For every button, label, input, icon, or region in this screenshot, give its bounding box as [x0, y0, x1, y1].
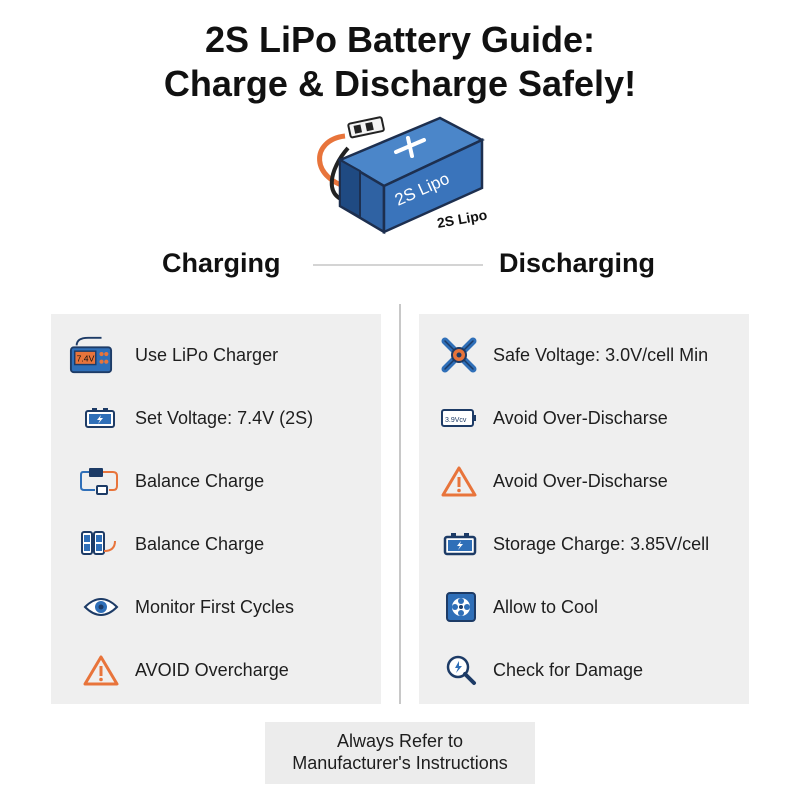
discharging-heading: Discharging: [499, 248, 656, 278]
list-item: Safe Voltage: 3.0V/cell Min: [419, 330, 749, 380]
battery-icon: [439, 522, 483, 566]
item-label: Set Voltage: 7.4V (2S): [135, 407, 314, 428]
item-label: Storage Charge: 3.85V/cell: [493, 533, 710, 554]
eye-icon: [79, 585, 123, 629]
list-item: Allow to Cool: [419, 582, 749, 632]
footer-line-1: Always Refer to: [336, 731, 464, 751]
list-item: Check for Damage: [419, 645, 749, 695]
heading-divider: [313, 264, 483, 266]
charging-panel: 7.4V Use LiPo Charger Set Voltage: 7.4V …: [51, 314, 381, 704]
list-item: Balance Charge: [51, 456, 381, 506]
cooling-fan-icon: [439, 585, 483, 629]
title-line-1: 2S LiPo Battery Guide:: [204, 19, 596, 60]
list-item: Monitor First Cycles: [51, 582, 381, 632]
list-item: Balance Charge: [51, 519, 381, 569]
low-battery-icon: 3.9Vcv: [437, 396, 481, 440]
warning-icon: [437, 459, 481, 503]
list-item: AVOID Overcharge: [51, 645, 381, 695]
charger-icon: 7.4V: [69, 333, 113, 377]
list-item: 3.9Vcv Avoid Over-Discharse: [419, 393, 749, 443]
cells-icon: [77, 522, 121, 566]
list-item: Avoid Over-Discharse: [419, 456, 749, 506]
item-label: Balance Charge: [135, 470, 265, 491]
item-label: Safe Voltage: 3.0V/cell Min: [493, 344, 709, 365]
magnifier-icon: [439, 648, 483, 692]
page-title: 2S LiPo Battery Guide: Charge & Discharg…: [0, 18, 800, 106]
item-label: AVOID Overcharge: [135, 659, 289, 680]
footer-note: Always Refer to Manufacturer's Instructi…: [265, 722, 535, 784]
list-item: Storage Charge: 3.85V/cell: [419, 519, 749, 569]
warning-icon: [79, 648, 123, 692]
item-label: Avoid Over-Discharse: [493, 407, 668, 428]
item-label: Avoid Over-Discharse: [493, 470, 668, 491]
fan-icon: [437, 333, 481, 377]
item-label: Monitor First Cycles: [135, 596, 295, 617]
title-line-2: Charge & Discharge Safely!: [163, 63, 637, 104]
lipo-battery-illustration: 2S Lipo 2S Lipo: [317, 116, 489, 235]
battery-readout: 3.9Vcv: [445, 417, 467, 424]
battery-icon: [79, 396, 123, 440]
item-label: Allow to Cool: [493, 596, 599, 617]
item-label: Balance Charge: [135, 533, 265, 554]
column-divider: [399, 304, 401, 704]
discharging-panel: Safe Voltage: 3.0V/cell Min 3.9Vcv Avoid…: [419, 314, 749, 704]
item-label: Use LiPo Charger: [135, 344, 279, 365]
balance-plug-icon: [77, 459, 121, 503]
footer-line-2: Manufacturer's Instructions: [292, 753, 508, 773]
list-item: 7.4V Use LiPo Charger: [51, 330, 381, 380]
charger-display: 7.4V: [77, 354, 95, 364]
charging-heading: Charging: [162, 248, 281, 278]
item-label: Check for Damage: [493, 659, 644, 680]
battery-side-label: 2S Lipo: [436, 206, 489, 231]
list-item: Set Voltage: 7.4V (2S): [51, 393, 381, 443]
